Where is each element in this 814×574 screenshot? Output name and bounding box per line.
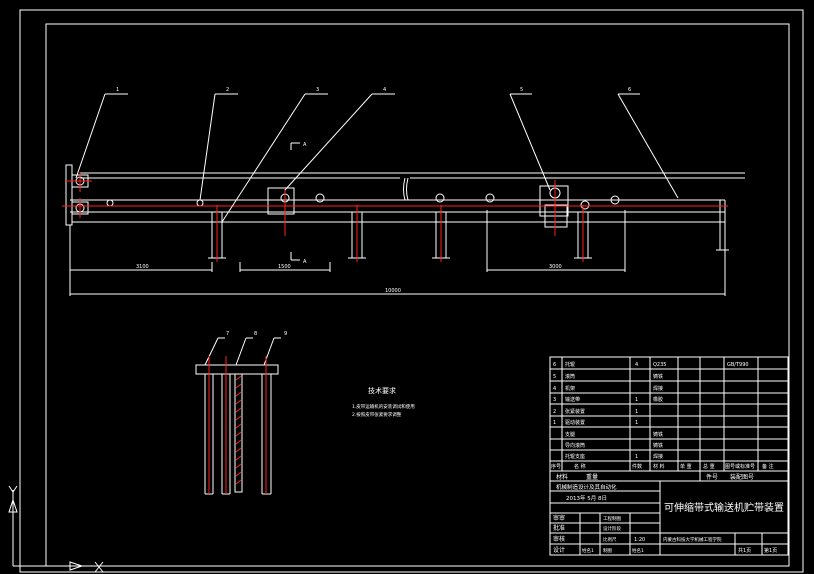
- dim-overall: 10000: [385, 288, 401, 294]
- tb-drawing: 制图: [603, 547, 612, 554]
- bom-header-3: 件数: [632, 463, 642, 470]
- bom-row-4-qty: 1: [635, 397, 638, 403]
- bom-row-4-name: 输送带: [565, 396, 580, 403]
- tb-approve: 批准: [553, 524, 565, 532]
- bom-row-2-no: 5: [553, 374, 556, 380]
- bom-row-9-name: 托辊支座: [565, 453, 585, 460]
- conveyor-main-view: [65, 164, 745, 259]
- center-lines: [62, 172, 728, 262]
- bom-row-1-std: GB/T990: [727, 362, 749, 368]
- balloon-7: 7: [226, 331, 229, 337]
- tb-date: 2013年 5月 8日: [566, 494, 607, 502]
- dim-left-span: 3100: [136, 264, 149, 270]
- parts-list: [549, 356, 789, 472]
- tb-drawing-no: 装配图号: [730, 473, 754, 481]
- tb-school: 内蒙古科技大学机械工程学院: [663, 536, 722, 543]
- bom-row-8-material: 铸铁: [653, 442, 663, 449]
- balloon-1: 1: [116, 87, 119, 93]
- section-balloon-labels: 7 8 9: [226, 331, 287, 337]
- tb-design: 设计: [553, 546, 565, 554]
- bom-header-8: 备 注: [762, 463, 774, 470]
- tech-req-title: 技术要求: [368, 386, 396, 395]
- dimension-texts: 3100 1500 3000 10000: [136, 264, 562, 294]
- title-block: [549, 470, 789, 556]
- dim-mid-span: 1500: [278, 264, 291, 270]
- tb-group: 工程制图: [603, 515, 621, 522]
- tb-material: 材料: [556, 473, 568, 481]
- drive-end-plate: [65, 164, 73, 226]
- bom-row-1-qty: 4: [635, 362, 638, 368]
- bom-header-1: 序号: [551, 463, 561, 470]
- bom-header-6: 总 重: [703, 463, 715, 470]
- balloon-9: 9: [284, 331, 287, 337]
- section-hatch: [208, 356, 267, 494]
- outer-frame: [19, 9, 804, 573]
- bom-header-2: 名 称: [574, 463, 586, 470]
- bom-row-1-name: 托辊: [565, 361, 575, 368]
- bom-row-6-qty: 1: [635, 420, 638, 426]
- balloon-8: 8: [254, 331, 257, 337]
- bom-header-5: 单 重: [680, 463, 692, 470]
- tb-sheet-no: 第1页: [764, 547, 777, 554]
- tb-scale-label: 比例尺: [603, 536, 617, 543]
- section-marks: [290, 142, 300, 261]
- section-mark-top: A: [303, 142, 307, 148]
- bom-header-7: 图号或标准号: [725, 463, 755, 470]
- bom-row-2-material: 铸铁: [653, 373, 663, 380]
- balloon-6: 6: [628, 87, 631, 93]
- tb-design-phase: 设计阶段: [603, 525, 621, 532]
- bom-row-5-no: 2: [553, 409, 556, 415]
- tb-drafter-name: 姓名1: [632, 547, 644, 554]
- bom-row-1-material: Q235: [653, 362, 666, 368]
- balloon-5: 5: [520, 87, 523, 93]
- bom-row-9-material: 焊接: [653, 453, 663, 460]
- bom-row-6-name: 驱动装置: [565, 419, 585, 426]
- tb-scale: 1:20: [634, 537, 645, 543]
- bom-row-8-name: 导向滚筒: [565, 442, 585, 449]
- balloon-2: 2: [226, 87, 229, 93]
- bom-row-4-material: 橡胶: [653, 396, 663, 403]
- bom-row-4-no: 3: [553, 397, 556, 403]
- bom-row-3-no: 4: [553, 386, 556, 392]
- tb-course: 机械制造设计及其自动化: [556, 483, 617, 491]
- balloon-leaders: [75, 93, 679, 223]
- bom-row-6-no: 1: [553, 420, 556, 426]
- title-block-text: 材料 重量 件号 装配图号 机械制造设计及其自动化 2013年 5月 8日 可伸…: [553, 473, 784, 554]
- bom-row-7-name: 支腿: [565, 431, 575, 438]
- tb-designer-name: 姓名1: [582, 547, 594, 554]
- bom-row-7-material: 铸铁: [653, 431, 663, 438]
- tb-check: 审核: [553, 535, 565, 543]
- drawing-title: 可伸缩带式输送机贮带装置: [664, 501, 784, 514]
- section-mark-bottom: A: [303, 259, 307, 265]
- support-legs: [208, 212, 729, 259]
- dim-right-span: 3000: [549, 264, 562, 270]
- tb-review: 审审: [553, 514, 565, 522]
- bom-row-1-no: 6: [553, 362, 556, 368]
- bom-row-5-name: 张紧装置: [565, 408, 585, 415]
- balloon-3: 3: [316, 87, 319, 93]
- technical-requirements: 技术要求 1.皮带运输机的安装调试和使用 2.按照皮带张紧要求调整: [352, 386, 415, 418]
- bom-row-3-name: 机架: [565, 385, 575, 392]
- bom-header-4: 材 料: [653, 463, 665, 470]
- bom-row-3-material: 焊接: [653, 385, 663, 392]
- drawing-border: [45, 23, 790, 567]
- dimension-lines: [69, 210, 726, 296]
- bom-row-2-name: 滚筒: [565, 373, 575, 380]
- bom-row-5-qty: 1: [635, 409, 638, 415]
- balloon-labels: 1 2 3 4 5 6: [116, 87, 631, 93]
- tech-req-item-1: 1.皮带运输机的安装调试和使用: [352, 403, 415, 410]
- tb-part-no: 件号: [706, 473, 718, 481]
- ucs-icon: [8, 485, 104, 573]
- bom-row-9-qty: 1: [635, 454, 638, 460]
- tech-req-item-2: 2.按照皮带张紧要求调整: [352, 411, 402, 418]
- tb-sheet-total: 共1页: [738, 547, 751, 554]
- tb-weight: 重量: [586, 473, 598, 481]
- balloon-4: 4: [383, 87, 386, 93]
